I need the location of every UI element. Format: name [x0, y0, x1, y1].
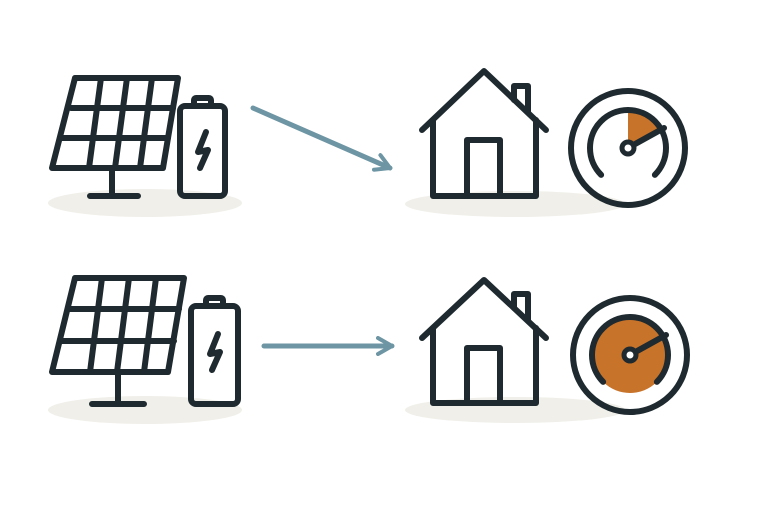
arrow-icon: [250, 105, 393, 172]
row-2: [48, 275, 690, 424]
house-icon: [419, 277, 549, 406]
battery-icon: [188, 295, 241, 407]
row-1: [48, 68, 688, 217]
gauge-icon: [570, 295, 690, 415]
battery-icon: [177, 95, 228, 199]
ground-shadow: [48, 396, 242, 424]
lightning-bolt-icon: [207, 331, 223, 373]
lightning-bolt-icon: [195, 129, 211, 171]
gauge-icon: [568, 88, 688, 208]
solar-panel-icon: [49, 275, 187, 407]
house-icon: [419, 68, 549, 199]
solar-panel-icon: [49, 75, 181, 199]
